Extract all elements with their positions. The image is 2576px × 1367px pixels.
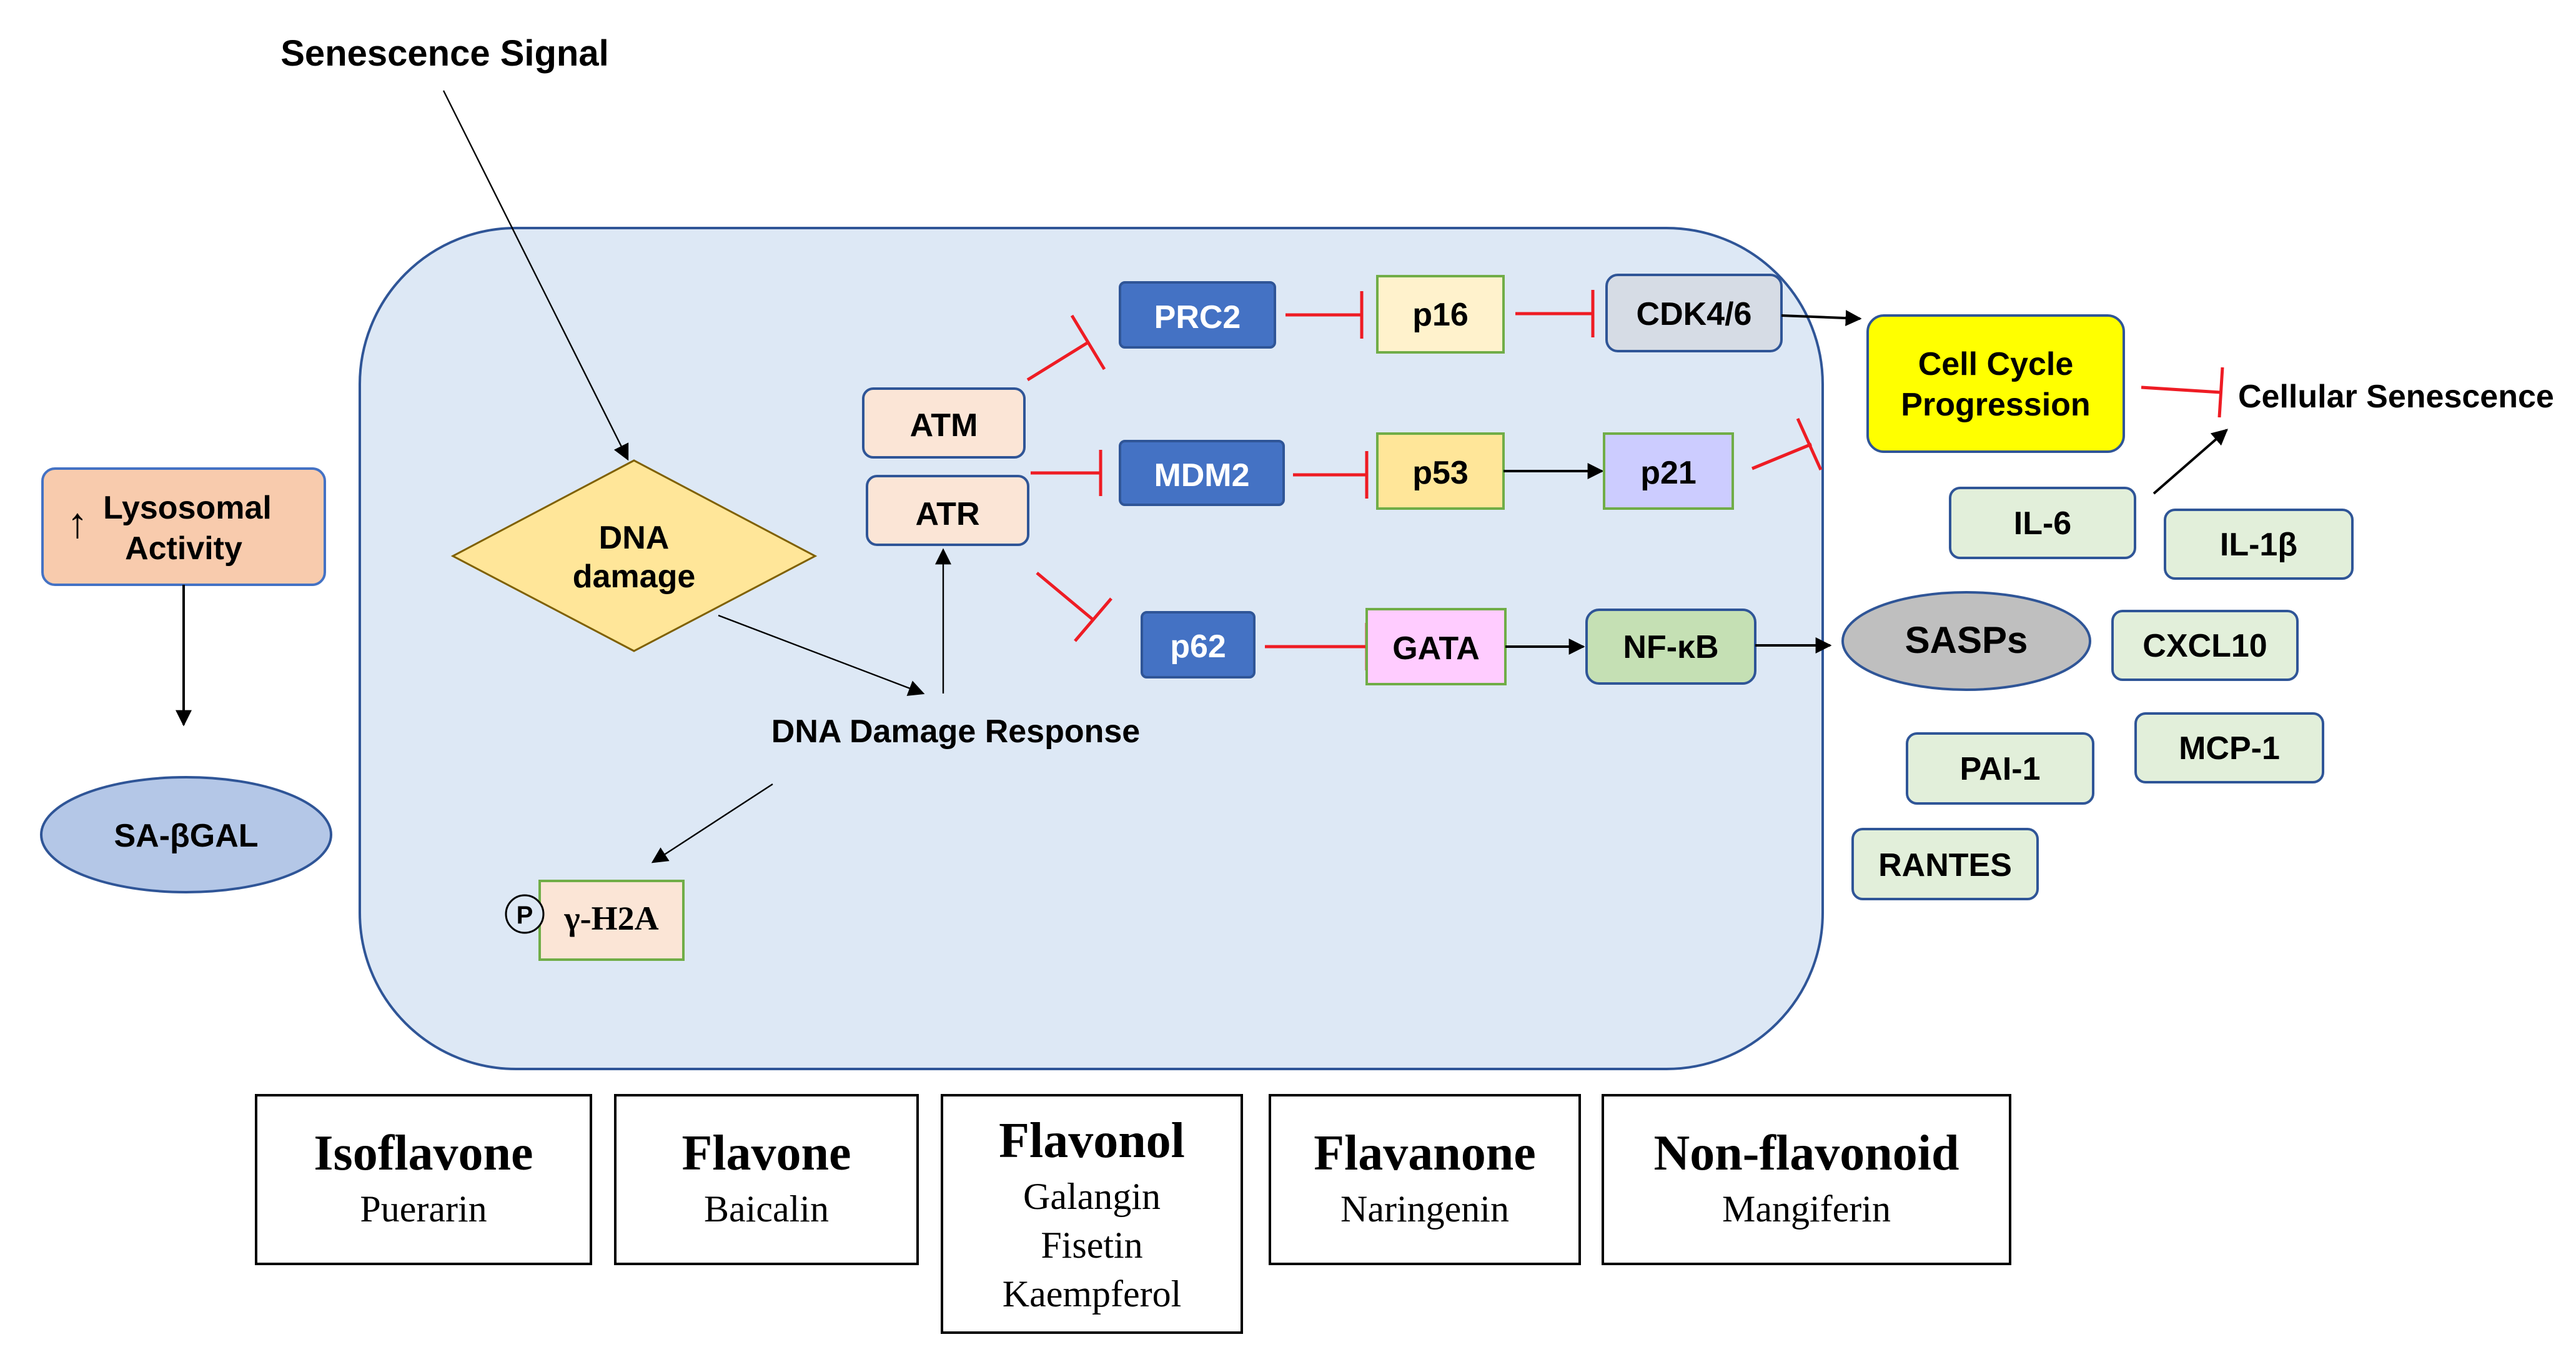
flavonoid-box-flavanone: Flavanone Naringenin	[1269, 1094, 1581, 1265]
pai1-box	[1906, 732, 2094, 805]
sasps-label: SASPs	[1905, 619, 2028, 661]
flavonoid-title: Flavonol	[999, 1113, 1185, 1168]
p16-box	[1376, 275, 1505, 354]
up-arrow-icon: ↑	[67, 499, 88, 547]
cell-cycle-box	[1866, 314, 2125, 453]
senescence-signal-label: Senescence Signal	[280, 33, 608, 74]
flavonoid-title: Isoflavone	[314, 1126, 533, 1181]
cdk46-label: CDK4/6	[1637, 296, 1752, 332]
gata-label: GATA	[1392, 630, 1480, 667]
flavonoid-compound: Mangiferin	[1722, 1188, 1891, 1230]
signal-to-dna-damage-arrow	[442, 90, 629, 461]
flavonoid-compound: Naringenin	[1340, 1188, 1509, 1230]
flavonoid-box-isoflavone: Isoflavone Puerarin	[255, 1094, 592, 1265]
dna-damage-line1: DNA	[599, 520, 670, 556]
cell-cycle-inhibits-senescence-line	[2141, 385, 2221, 394]
cell-cycle-line1: Cell Cycle	[1918, 346, 2074, 382]
sa-bgal-ellipse	[40, 776, 332, 893]
flavonoid-box-flavone: Flavone Baicalin	[614, 1094, 919, 1265]
atr-box	[866, 475, 1029, 546]
phosphate-label: P	[517, 902, 533, 929]
lysosomal-activity-line1: Lysosomal	[103, 490, 272, 526]
dna-damage-to-ddr-arrow	[718, 614, 925, 696]
cellular-senescence-label: Cellular Senescence	[2238, 379, 2554, 415]
mdm2-box	[1119, 440, 1285, 506]
ddr-to-h2a-arrow	[651, 783, 773, 863]
atr-label: ATR	[915, 496, 979, 532]
mcp1-label: MCP-1	[2179, 730, 2280, 767]
il1b-label: IL-1β	[2220, 527, 2297, 563]
flavonoid-title: Flavanone	[1314, 1126, 1536, 1181]
prc2-label: PRC2	[1154, 299, 1241, 336]
h2a-box	[538, 880, 685, 961]
p62-label: p62	[1170, 629, 1226, 665]
cxcl10-label: CXCL10	[2143, 628, 2267, 664]
flavonoid-compound: Fisetin	[1041, 1225, 1142, 1266]
dna-damage-line2: damage	[573, 559, 696, 595]
cell-cycle-inhibits-senescence-bar	[2217, 367, 2224, 418]
il6-label: IL-6	[2014, 505, 2071, 542]
sasps-ellipse	[1841, 591, 2091, 691]
p21-box	[1603, 432, 1734, 510]
p62-box	[1141, 611, 1256, 679]
il1b-box	[2164, 509, 2354, 580]
nfkb-label: NF-κB	[1623, 629, 1718, 665]
atm-inhibits-prc2-line	[1026, 341, 1089, 382]
cdk46-box	[1605, 274, 1783, 352]
rantes-box	[1851, 828, 2039, 900]
h2a-label: γ-H2A	[563, 900, 658, 937]
flavonoid-compound: Galangin	[1023, 1176, 1161, 1217]
atm-inhibits-prc2-bar	[1070, 314, 1106, 370]
sa-bgal-label: SA-βGAL	[114, 818, 258, 854]
prc2-box	[1119, 281, 1276, 349]
flavonoid-compound: Puerarin	[360, 1188, 487, 1230]
mdm2-label: MDM2	[1154, 457, 1249, 494]
p21-inhibits-cell-cycle-line	[1751, 442, 1812, 470]
flavonoid-box-flavonol: Flavonol Galangin Fisetin Kaempferol	[941, 1094, 1243, 1334]
flavonoid-compound: Kaempferol	[1003, 1273, 1182, 1315]
il6-to-senescence-arrow	[2152, 429, 2228, 495]
atr-inhibits-p62-bar	[1074, 597, 1112, 642]
dna-damage-diamond	[450, 459, 818, 652]
pai1-label: PAI-1	[1959, 751, 2040, 787]
p53-label: p53	[1412, 455, 1469, 491]
mcp1-box	[2134, 712, 2324, 783]
gata-box	[1365, 608, 1507, 685]
phosphate-circle	[505, 894, 545, 934]
lysosomal-activity-line2: Activity	[125, 530, 242, 567]
atm-label: ATM	[910, 407, 978, 444]
flavonoid-box-non-flavonoid: Non-flavonoid Mangiferin	[1602, 1094, 2011, 1265]
cell-cycle-line2: Progression	[1901, 387, 2090, 423]
flavonoid-title: Non-flavonoid	[1654, 1126, 1959, 1181]
flavonoid-title: Flavone	[681, 1126, 851, 1181]
atm-box	[862, 387, 1026, 459]
p21-label: p21	[1640, 455, 1697, 491]
cdk-to-cell-cycle-arrow	[1781, 310, 1862, 327]
flavonoid-compound: Baicalin	[704, 1188, 829, 1230]
p16-label: p16	[1412, 297, 1469, 333]
p21-inhibits-cell-cycle-bar	[1796, 417, 1823, 471]
ddr-label: DNA Damage Response	[771, 713, 1140, 750]
rantes-label: RANTES	[1878, 847, 2012, 883]
il6-box	[1949, 487, 2136, 559]
atr-inhibits-p62-line	[1036, 572, 1094, 621]
cxcl10-box	[2111, 610, 2299, 681]
